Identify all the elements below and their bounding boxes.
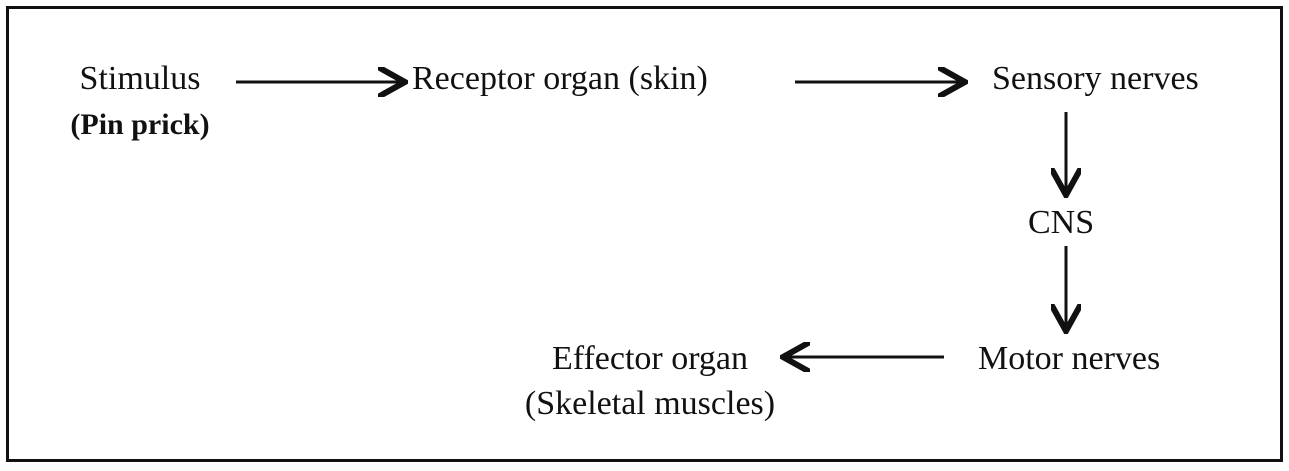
diagram-frame [6,6,1283,462]
effector-sublabel: (Skeletal muscles) [524,385,776,422]
stimulus-label: Stimulus [79,60,201,97]
motor-label: Motor nerves [978,340,1161,377]
sensory-label: Sensory nerves [992,60,1199,97]
stimulus-sublabel: (Pin prick) [70,108,210,141]
cns-label: CNS [1028,204,1095,241]
receptor-label: Receptor organ (skin) [412,60,708,97]
effector-label: Effector organ [551,340,749,377]
